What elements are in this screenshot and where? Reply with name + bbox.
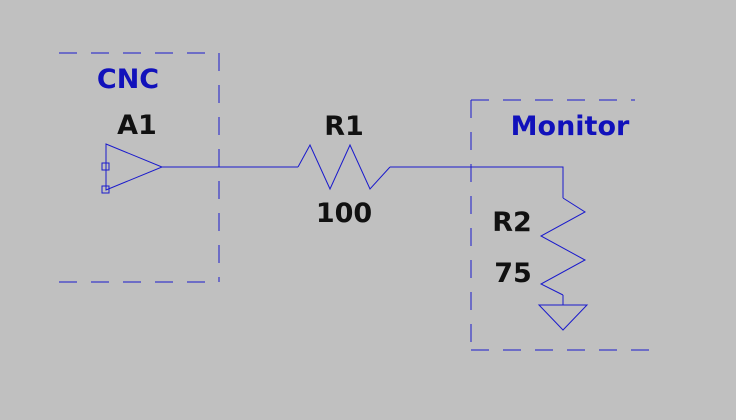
r2-value-label: 75 (494, 258, 532, 289)
wire-r1-r2 (390, 166, 564, 198)
r2-ref-label: R2 (492, 207, 532, 238)
r1-resistor-symbol[interactable] (297, 143, 391, 191)
ground-icon (537, 304, 589, 331)
r2-resistor-symbol[interactable] (539, 197, 587, 296)
a1-ref-label: A1 (117, 110, 157, 141)
monitor-region-label: Monitor (511, 111, 630, 142)
r1-value-label: 100 (316, 198, 372, 229)
cnc-region-box (59, 52, 220, 283)
a1-buffer-symbol[interactable] (101, 143, 164, 194)
monitor-region-box (470, 99, 655, 352)
cnc-region-label: CNC (97, 64, 159, 95)
r1-ref-label: R1 (324, 111, 364, 142)
